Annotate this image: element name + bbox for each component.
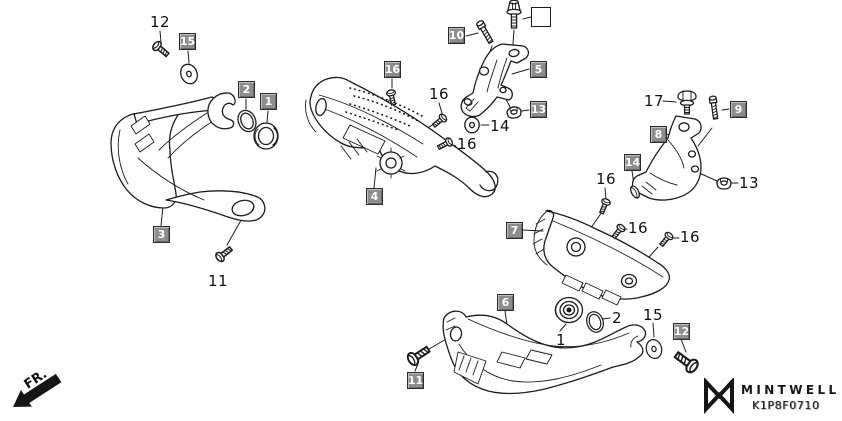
callout-box-5: 5 xyxy=(530,61,547,78)
washer-15-top xyxy=(177,61,201,87)
callout-box-10: 10 xyxy=(448,27,465,44)
part-label-15: 15 xyxy=(643,306,664,324)
part-8-bracket xyxy=(631,115,702,201)
part-5-bracket xyxy=(460,43,530,118)
callout-box-7: 7 xyxy=(506,222,523,239)
callout-box-11: 11 xyxy=(407,372,424,389)
part-6-handguard xyxy=(442,310,647,395)
callout-box-2: 2 xyxy=(238,81,255,98)
part-3-handguard-left xyxy=(110,92,266,222)
part-label-13: 13 xyxy=(739,174,760,192)
callout-box-6: 6 xyxy=(497,294,514,311)
part-label-12: 12 xyxy=(150,13,171,31)
screw-12-top xyxy=(150,39,172,60)
callout-box-1: 1 xyxy=(260,93,277,110)
cap-1-top xyxy=(253,122,279,150)
bolt-10 xyxy=(475,19,495,45)
part-label-16-e: 16 xyxy=(680,228,701,246)
screw-16-b xyxy=(430,112,449,130)
screw-11-left xyxy=(213,243,235,264)
callout-box-13: 13 xyxy=(530,101,547,118)
part-7-guard-stay xyxy=(532,209,671,306)
bolt-17 xyxy=(677,90,697,115)
clip-14-right xyxy=(630,185,640,199)
bolt-9 xyxy=(708,95,720,120)
callout-box-15: 15 xyxy=(179,33,196,50)
part-label-17: 17 xyxy=(644,92,665,110)
callout-box-9: 9 xyxy=(730,101,747,118)
callout-box-4: 4 xyxy=(366,188,383,205)
grommet-1-bottom xyxy=(554,296,584,324)
washer-15-bottom xyxy=(643,337,665,361)
screw-11-bottom xyxy=(404,342,433,368)
part-label-16-a: 16 xyxy=(429,85,450,103)
part-label-16-d: 16 xyxy=(628,219,649,237)
part-4-guard-stay xyxy=(305,76,499,198)
part-label-1: 1 xyxy=(556,331,567,349)
part-label-16-b: 16 xyxy=(457,135,478,153)
callout-box-8: 8 xyxy=(650,126,667,143)
screw-16-d xyxy=(596,196,612,216)
flange-bolt-top xyxy=(506,0,522,29)
diagram-code: K1P8F0710 xyxy=(752,399,820,412)
ring-2-bottom xyxy=(583,308,607,336)
empty-callout-box xyxy=(531,7,551,27)
callout-box-3: 3 xyxy=(153,226,170,243)
fr-direction-arrow: FR. xyxy=(13,367,62,407)
part-label-14: 14 xyxy=(490,117,511,135)
nut-13-right xyxy=(716,177,732,190)
part-label-2: 2 xyxy=(612,309,623,327)
part-label-11: 11 xyxy=(208,272,229,290)
callout-box-14: 14 xyxy=(624,154,641,171)
screw-16-f xyxy=(657,230,675,249)
callout-box-16: 16 xyxy=(384,61,401,78)
callout-box-12: 12 xyxy=(673,323,690,340)
screw-12-bottom xyxy=(671,347,702,376)
part-label-16-c: 16 xyxy=(596,170,617,188)
brand-logo-icon xyxy=(704,378,734,414)
washer-14-left xyxy=(464,116,480,134)
brand-name: MINTWELL xyxy=(741,383,840,397)
